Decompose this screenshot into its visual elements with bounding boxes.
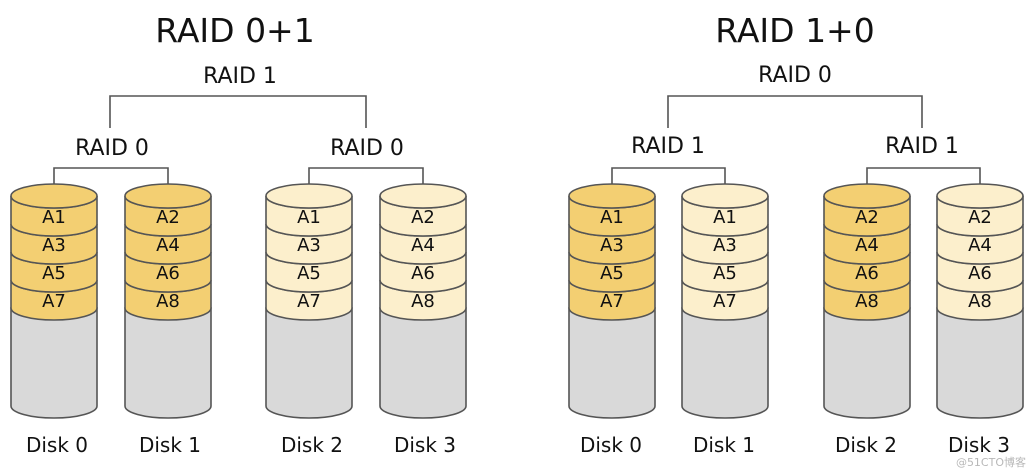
block-label: A7	[42, 291, 66, 312]
block-label: A7	[297, 291, 321, 312]
diagram-title: RAID 0+1	[155, 11, 314, 50]
disk-label: Disk 1	[693, 433, 755, 457]
disk-body	[681, 307, 769, 419]
disk-body	[568, 307, 656, 419]
block-label: A4	[156, 235, 180, 256]
block-label: A6	[411, 263, 435, 284]
disk-label: Disk 0	[580, 433, 642, 457]
block-label: A8	[855, 291, 879, 312]
block-label: A2	[855, 207, 879, 228]
top-level-label: RAID 1	[203, 64, 277, 89]
block-label: A4	[411, 235, 435, 256]
disk-top-cap	[265, 183, 353, 209]
group-label: RAID 1	[631, 134, 705, 159]
block-label: A1	[297, 207, 321, 228]
group-connector	[611, 167, 726, 196]
block-label: A1	[713, 207, 737, 228]
top-connector	[667, 95, 923, 128]
disk-top-cap	[379, 183, 467, 209]
block-label: A3	[600, 235, 624, 256]
block-label: A7	[600, 291, 624, 312]
group-connector	[308, 167, 424, 196]
block-label: A2	[411, 207, 435, 228]
block-label: A4	[855, 235, 879, 256]
disk-label: Disk 3	[948, 433, 1010, 457]
disk-label: Disk 2	[281, 433, 343, 457]
block-label: A3	[42, 235, 66, 256]
disk-body	[823, 307, 911, 419]
disk-body	[124, 307, 212, 419]
block-label: A8	[411, 291, 435, 312]
top-connector	[109, 95, 367, 128]
block-label: A8	[156, 291, 180, 312]
block-label: A2	[156, 207, 180, 228]
disk-label: Disk 2	[835, 433, 897, 457]
disk-label: Disk 0	[26, 433, 88, 457]
watermark: @51CTO博客	[956, 455, 1026, 469]
block-label: A6	[156, 263, 180, 284]
block-label: A6	[968, 263, 992, 284]
group-connector	[866, 167, 981, 196]
block-label: A2	[968, 207, 992, 228]
block-label: A5	[297, 263, 321, 284]
disk-label: Disk 3	[394, 433, 456, 457]
group-connector	[53, 167, 169, 196]
block-label: A1	[42, 207, 66, 228]
disk-top-cap	[124, 183, 212, 209]
group-label: RAID 0	[75, 136, 149, 161]
block-label: A4	[968, 235, 992, 256]
disk-body	[379, 307, 467, 419]
group-label: RAID 0	[330, 136, 404, 161]
block-label: A7	[713, 291, 737, 312]
disk-top-cap	[936, 183, 1024, 209]
disk-label: Disk 1	[139, 433, 201, 457]
block-label: A6	[855, 263, 879, 284]
block-label: A5	[713, 263, 737, 284]
disk-top-cap	[681, 183, 769, 209]
block-label: A5	[600, 263, 624, 284]
block-label: A1	[600, 207, 624, 228]
block-label: A5	[42, 263, 66, 284]
disk-body	[265, 307, 353, 419]
block-label: A3	[713, 235, 737, 256]
disk-top-cap	[10, 183, 98, 209]
diagram-title: RAID 1+0	[715, 11, 874, 50]
disk-body	[936, 307, 1024, 419]
top-level-label: RAID 0	[758, 63, 832, 88]
block-label: A3	[297, 235, 321, 256]
block-label: A8	[968, 291, 992, 312]
disk-top-cap	[568, 183, 656, 209]
group-label: RAID 1	[885, 134, 959, 159]
disk-top-cap	[823, 183, 911, 209]
disk-body	[10, 307, 98, 419]
